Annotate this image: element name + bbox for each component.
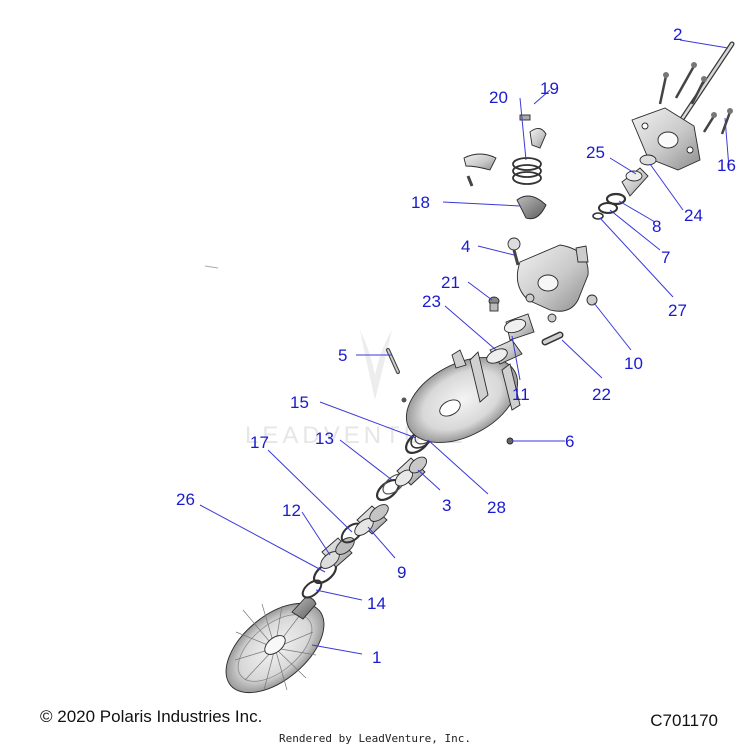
- part-24-bushing: [639, 154, 657, 166]
- callout-8: 8: [652, 217, 661, 236]
- leader-lines: [199, 39, 730, 655]
- callout-17: 17: [250, 433, 269, 452]
- callout-11: 11: [512, 385, 530, 404]
- callout-7: 7: [661, 248, 670, 267]
- callout-22: 22: [592, 385, 611, 404]
- part-19-pin: [519, 114, 547, 149]
- callout-14: 14: [367, 594, 386, 613]
- part-27-oring: [592, 212, 604, 220]
- part-9-bushing: [354, 504, 389, 536]
- callout-21: 21: [441, 273, 460, 292]
- part-2-long-bolt: [677, 41, 735, 125]
- callout-26: 26: [176, 490, 195, 509]
- part-22-roller: [541, 331, 564, 346]
- part-8-washer: [605, 192, 627, 206]
- part-18-weight: [463, 153, 547, 220]
- callout-labels: 1 2 3 4 5 6 7 8 9 10 11 12 13 14 15 16 1…: [176, 25, 736, 667]
- part-3-bushing: [394, 456, 428, 487]
- callout-12: 12: [282, 501, 301, 520]
- callout-1: 1: [372, 648, 381, 667]
- part-12-bushing: [320, 537, 355, 569]
- callout-24: 24: [684, 206, 703, 225]
- part-7-washer: [598, 202, 618, 214]
- part-14-ring: [301, 579, 323, 599]
- moveable-sheave: [401, 349, 521, 443]
- callout-3: 3: [442, 496, 451, 515]
- part-5-pin: [386, 348, 400, 374]
- callout-20: 20: [489, 88, 508, 107]
- part-25-sleeve: [621, 167, 649, 197]
- callout-27: 27: [668, 301, 687, 320]
- callout-23: 23: [422, 292, 441, 311]
- stray-mark: [204, 265, 219, 269]
- figure-code: C701170: [650, 711, 718, 730]
- copyright-notice: © 2020 Polaris Industries Inc.: [40, 707, 263, 726]
- callout-28: 28: [487, 498, 506, 517]
- spider-assembly: [507, 237, 598, 323]
- part-21-bolt: [488, 296, 500, 312]
- callout-5: 5: [338, 346, 347, 365]
- callout-4: 4: [461, 237, 470, 256]
- callout-6: 6: [565, 432, 574, 451]
- callout-18: 18: [411, 193, 430, 212]
- callout-9: 9: [397, 563, 406, 582]
- rendered-by-credit: Rendered by LeadVenture, Inc.: [278, 732, 472, 745]
- part-16-bolts: [658, 62, 733, 135]
- part-20-spring: [512, 157, 542, 185]
- callout-10: 10: [624, 354, 643, 373]
- callout-15: 15: [290, 393, 309, 412]
- callout-13: 13: [315, 429, 334, 448]
- part-1-fixed-sheave: [225, 597, 325, 694]
- part-11-bushing: [503, 313, 535, 341]
- callout-19: 19: [540, 79, 559, 98]
- callout-25: 25: [586, 143, 605, 162]
- cover-plate: [631, 107, 701, 171]
- callout-16: 16: [717, 156, 736, 175]
- callout-2: 2: [673, 25, 682, 44]
